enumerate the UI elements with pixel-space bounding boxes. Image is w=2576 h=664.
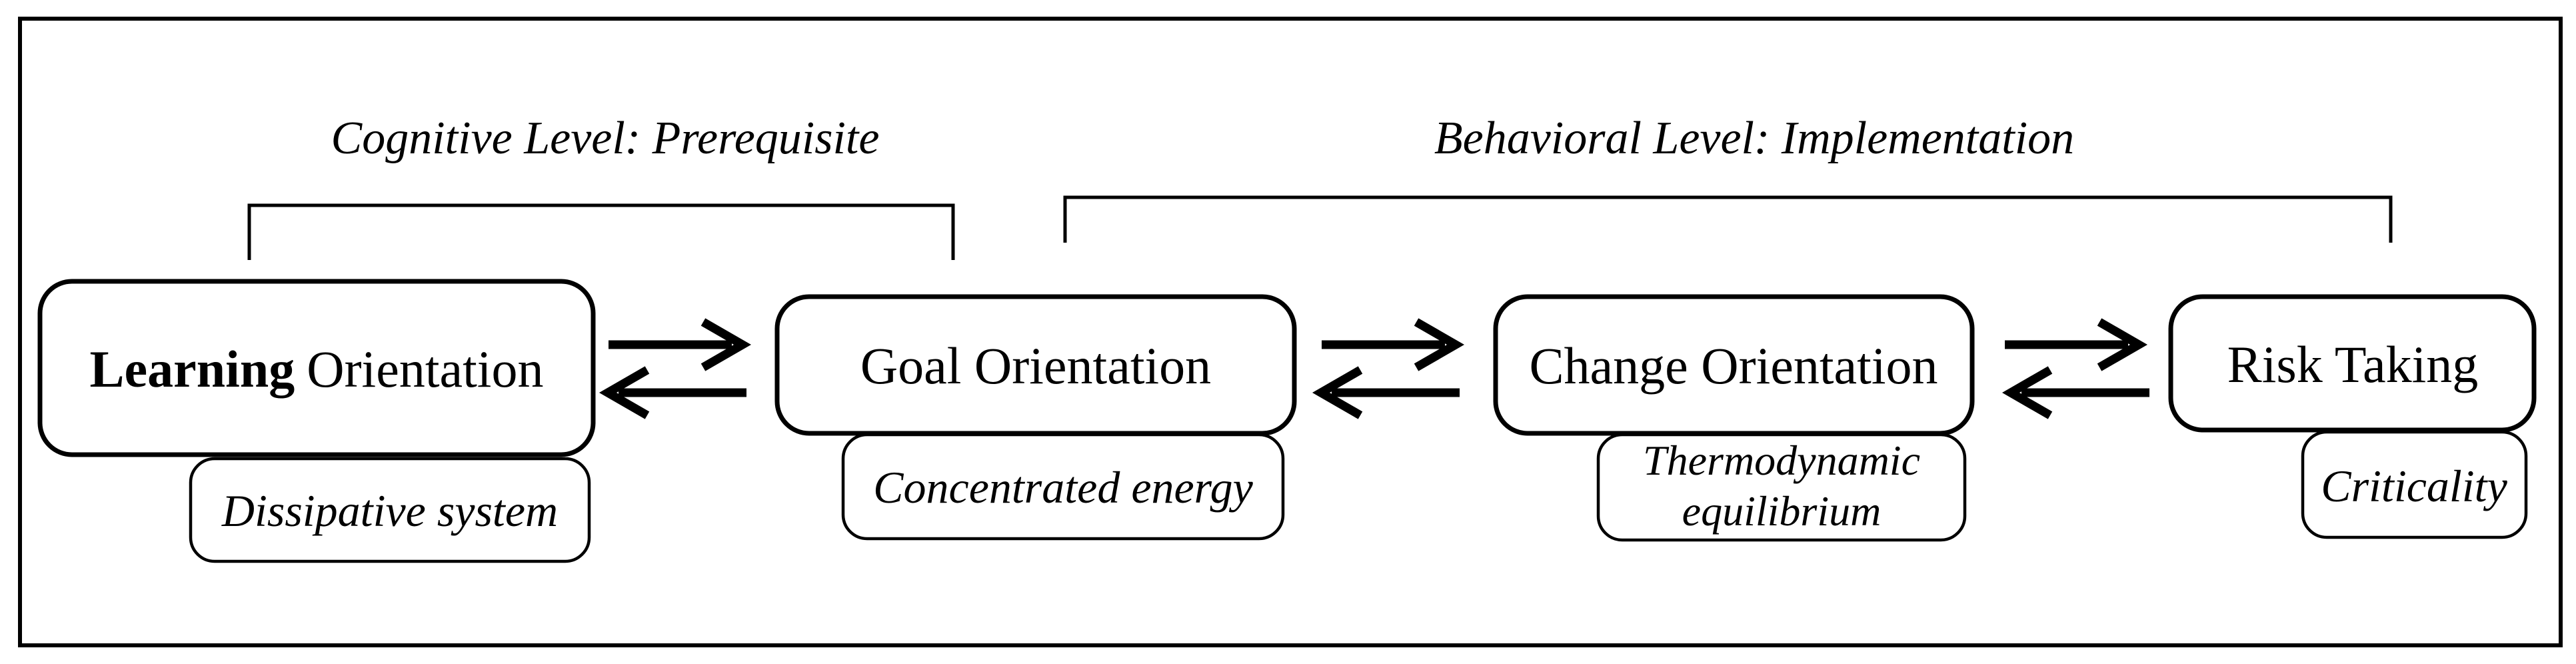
node-risk-taking-subbox <box>2301 430 2528 539</box>
arrow-change-to-risk <box>2005 318 2148 371</box>
arrowhead-left-icon <box>1312 366 1363 419</box>
arrowhead-left-icon <box>2001 366 2053 419</box>
level-label-cognitive: Cognitive Level: Prerequisite <box>331 113 880 164</box>
node-risk-taking: Risk Taking Criticality <box>2168 294 2537 539</box>
node-learning-orientation-subbox <box>189 457 591 563</box>
node-change-orientation-subtitle-line1: Thermodynamic <box>1643 437 1920 484</box>
node-risk-taking-subtitle: Criticality <box>2321 461 2507 511</box>
node-goal-orientation-title: Goal Orientation <box>860 337 1211 395</box>
node-goal-orientation-subtitle: Concentrated energy <box>873 462 1253 513</box>
arrow-learning-to-goal <box>609 318 752 371</box>
node-learning-orientation-title-bold: Learning <box>90 340 295 398</box>
bracket-cognitive-level <box>247 203 955 260</box>
level-label-behavioral: Behavioral Level: Implementation <box>1434 113 2074 164</box>
node-change-orientation-subtitle-line2: equilibrium <box>1682 487 1882 535</box>
arrowhead-right-icon <box>2097 318 2148 371</box>
arrowhead-left-icon <box>599 366 650 419</box>
node-risk-taking-box <box>2168 294 2537 433</box>
arrow-goal-to-change <box>1322 318 1465 371</box>
node-change-orientation-title: Change Orientation <box>1530 337 1938 395</box>
node-learning-orientation-subtitle: Dissipative system <box>221 485 558 536</box>
node-change-orientation: Change Orientation Thermodynamic equilib… <box>1493 294 1975 542</box>
diagram-border <box>18 17 2563 647</box>
arrow-goal-to-learning <box>599 366 746 419</box>
arrowhead-right-icon <box>1414 318 1465 371</box>
arrow-risk-to-change <box>2001 366 2149 419</box>
node-change-orientation-subbox <box>1596 433 1967 542</box>
node-goal-orientation-subbox <box>841 433 1285 541</box>
node-learning-orientation-box <box>37 279 596 457</box>
node-risk-taking-title: Risk Taking <box>2227 335 2479 393</box>
node-goal-orientation: Goal Orientation Concentrated energy <box>774 294 1297 541</box>
bracket-behavioral-level <box>1063 195 2393 243</box>
arrowhead-right-icon <box>700 318 752 371</box>
node-learning-orientation-title-regular: Orientation <box>307 340 543 398</box>
arrow-change-to-goal <box>1312 366 1460 419</box>
